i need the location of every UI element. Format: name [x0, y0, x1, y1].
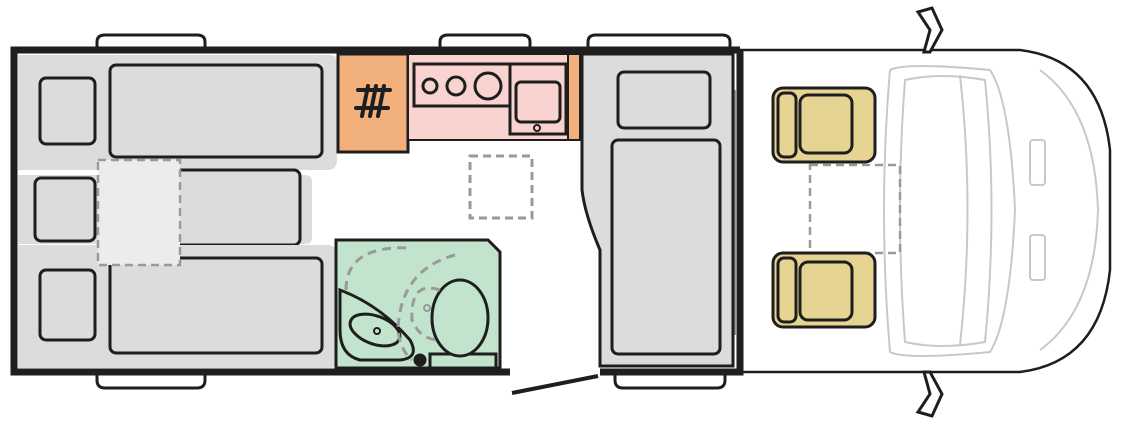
- bed-extension-outline: [96, 158, 182, 267]
- pillow: [38, 268, 97, 342]
- kitchen: [336, 52, 581, 220]
- mirror-bottom: [915, 370, 944, 418]
- window-top-right: [586, 33, 732, 50]
- cab-table-outline: [808, 163, 902, 255]
- window-bottom-right: [613, 372, 727, 390]
- grill-icon: [354, 84, 392, 118]
- windows: [95, 33, 732, 390]
- mirrors: [915, 6, 944, 418]
- toilet: [430, 278, 490, 358]
- floor-hatch-outline: [468, 154, 534, 220]
- rear-beds: [18, 55, 337, 368]
- driver-cab: [740, 48, 1112, 374]
- entry-door: [511, 374, 599, 395]
- window-top-kitchen: [438, 33, 532, 50]
- mirror-top: [915, 6, 944, 54]
- dashboard: [883, 65, 1017, 357]
- walls: [10, 46, 744, 395]
- seat-cushion: [610, 138, 722, 356]
- cab-seats: [771, 86, 877, 329]
- hob: [412, 62, 514, 108]
- dinette-bench: [580, 52, 735, 368]
- backrest-cushion: [616, 70, 712, 130]
- window-top-left: [95, 33, 207, 50]
- bathroom: [334, 238, 502, 370]
- window-bottom-left: [95, 372, 207, 390]
- pillow: [38, 76, 97, 146]
